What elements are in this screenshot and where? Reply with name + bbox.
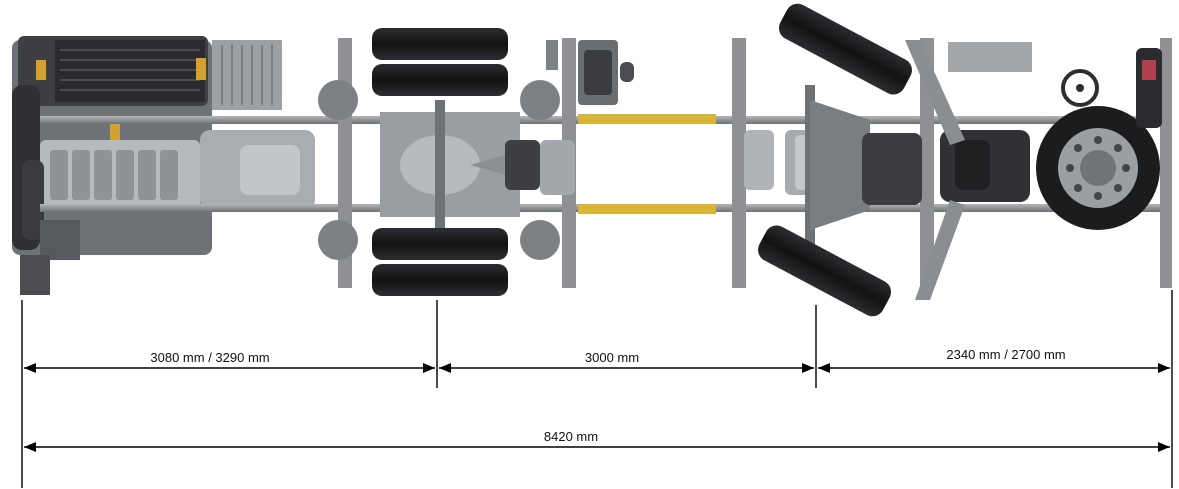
- tank-and-battery: [862, 40, 1030, 300]
- front-tire-top: [778, 3, 912, 95]
- mid-components: [546, 40, 634, 105]
- label-overall-length: 8420 mm: [544, 429, 598, 444]
- dimension-labels: 3080 mm / 3290 mm 3000 mm 2340 mm / 2700…: [150, 347, 1065, 444]
- rear-tires-bottom: [372, 228, 508, 296]
- label-rear-overhang: 2340 mm / 2700 mm: [946, 347, 1065, 362]
- frame-rails: [40, 114, 1170, 214]
- engine-block: [12, 36, 315, 295]
- front-axle: [744, 85, 870, 245]
- rear-axle: [318, 80, 575, 260]
- spare-wheel: [1036, 106, 1160, 230]
- front-tire-bottom: [758, 225, 892, 317]
- steering-area: [948, 42, 1162, 128]
- label-front-overhang: 3080 mm / 3290 mm: [150, 350, 269, 365]
- dimension-lines: [21, 290, 1173, 488]
- rear-tires-top: [372, 28, 508, 96]
- label-wheelbase: 3000 mm: [585, 350, 639, 365]
